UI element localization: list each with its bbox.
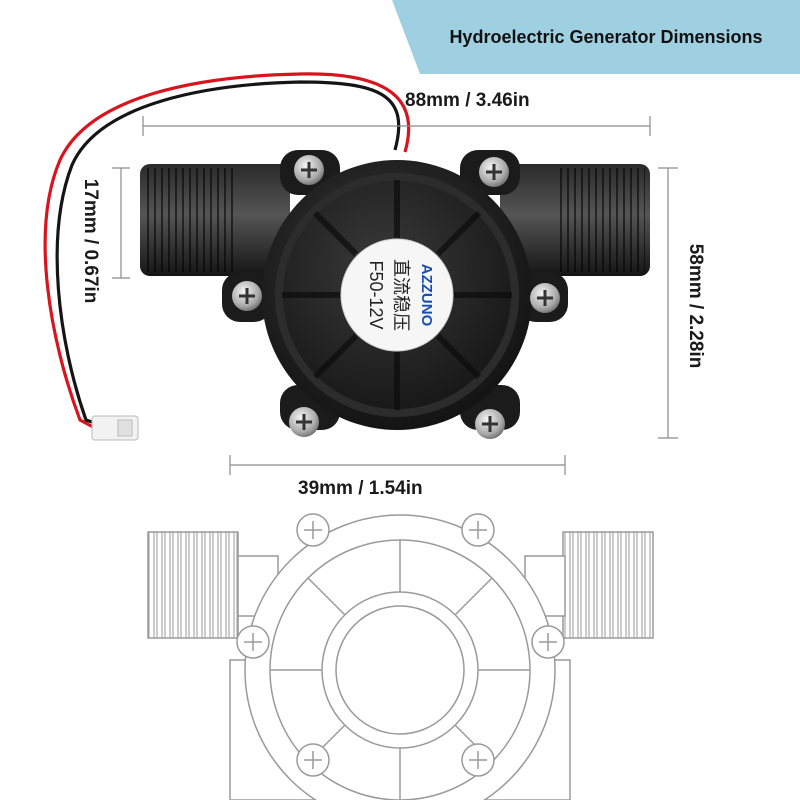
outline-screws xyxy=(236,513,565,777)
outline-right-pipe xyxy=(562,531,654,639)
label-chinese: 直流稳压 xyxy=(390,259,411,331)
thread-height-label: 17mm / 0.67in xyxy=(80,178,101,304)
generator-photo: AZZUNO 直流稳压 F50-12V xyxy=(43,72,678,475)
screw-left-icon xyxy=(232,281,262,311)
label-model: F50-12V xyxy=(366,260,386,329)
screw-bottom-left-icon xyxy=(289,407,319,437)
body-height-label: 58mm / 2.28in xyxy=(685,243,706,369)
wire-connector xyxy=(91,415,139,441)
label-brand: AZZUNO xyxy=(418,264,435,327)
right-threaded-pipe xyxy=(500,164,650,276)
title-banner: Hydroelectric Generator Dimensions xyxy=(392,0,800,74)
overall-length-label: 88mm / 3.46in xyxy=(405,90,530,111)
screw-top-left-icon xyxy=(294,155,324,185)
banner-shape xyxy=(392,0,800,74)
page-title: Hydroelectric Generator Dimensions xyxy=(449,26,763,47)
screw-top-right-icon xyxy=(479,157,509,187)
left-threaded-pipe xyxy=(140,164,290,276)
screw-right-icon xyxy=(530,283,560,313)
outline-left-pipe xyxy=(147,531,239,639)
dimension-lines xyxy=(112,116,678,475)
screws xyxy=(232,155,560,439)
product-label: AZZUNO 直流稳压 F50-12V xyxy=(340,238,454,352)
wires xyxy=(43,72,411,430)
body-diameter-label: 39mm / 1.54in xyxy=(298,478,423,499)
screw-bottom-right-icon xyxy=(475,409,505,439)
